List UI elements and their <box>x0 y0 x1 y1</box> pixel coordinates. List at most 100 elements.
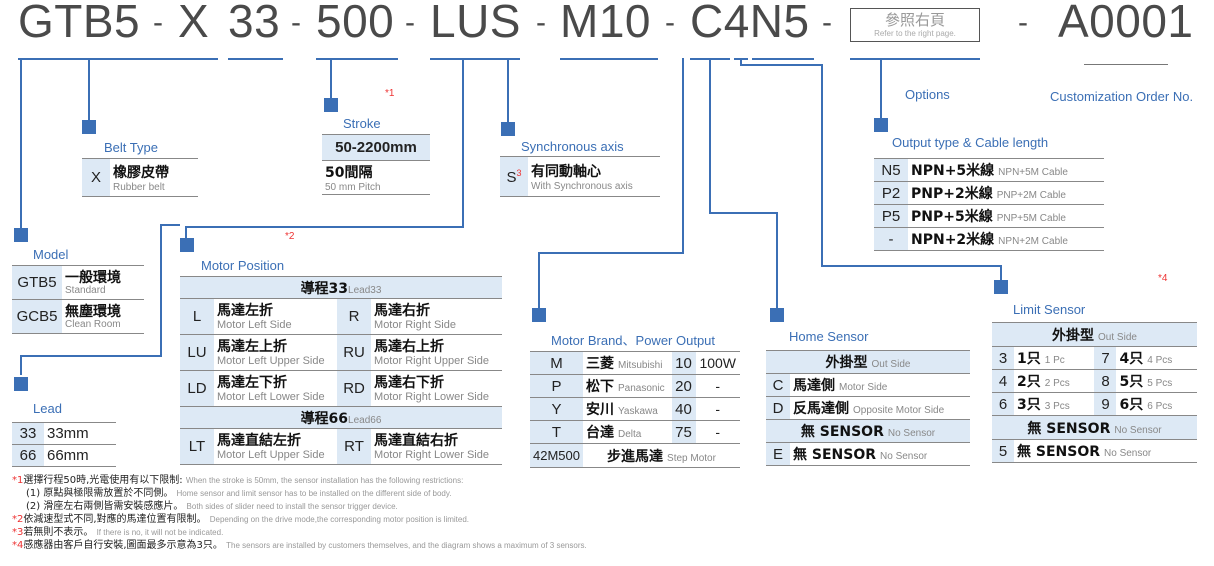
mp-code-right: R <box>337 298 372 335</box>
belt-cn: 橡膠皮帶 <box>113 165 169 181</box>
underline-lus <box>430 58 520 60</box>
connector-stroke <box>330 58 332 100</box>
motor-brand-marker-icon <box>532 308 546 322</box>
mp-code-left: LT <box>180 428 214 465</box>
brand-power: - <box>715 424 721 440</box>
connector-home-v2 <box>776 212 778 310</box>
output-desc-cn: NPN+5米線 <box>911 163 995 179</box>
motor-position-header: 導程66Lead66 <box>180 406 502 429</box>
lead-head-en: Lead33 <box>348 284 382 296</box>
limit-code-right: 7 <box>1094 346 1117 370</box>
mp-code-right: RU <box>337 334 372 371</box>
code-seg-x: X <box>178 0 210 47</box>
mp-right-cn: 馬達右上折 <box>374 338 445 355</box>
limit-sensor-marker-icon <box>994 280 1008 294</box>
sync-marker-icon <box>501 122 515 136</box>
lead-head-cn: 導程33 <box>300 280 349 297</box>
brand-power-code: 20 <box>671 374 696 398</box>
code-dash: - <box>665 6 675 39</box>
lead-marker-icon <box>14 377 28 391</box>
note-1a: (1) 原點與極限需放置於不同側。 Home sensor and limit … <box>26 488 452 499</box>
motor-position-note-mark: *2 <box>285 231 295 242</box>
code-dash: - <box>1018 6 1028 39</box>
mp-right-en: Motor Right Lower Side <box>374 390 489 403</box>
mp-right-cn: 馬達直結右折 <box>374 432 459 449</box>
home-desc-en: Opposite Motor Side <box>853 405 945 416</box>
model-marker-icon <box>14 228 28 242</box>
mp-left-en: Motor Left Upper Side <box>217 354 325 367</box>
stroke-pitch-cn: 50間隔 <box>325 165 373 181</box>
output-code: - <box>874 227 908 251</box>
connector-mp <box>185 228 187 240</box>
motor-position-header-cell: 導程66Lead66 <box>180 406 502 429</box>
brand-power: 100W <box>699 355 737 371</box>
output-desc-en: NPN+2M Cable <box>998 236 1068 247</box>
model-desc-en: Clean Room <box>65 319 121 330</box>
output-desc-en: PNP+2M Cable <box>996 190 1066 201</box>
limit-code-left: 6 <box>992 392 1014 416</box>
brand-desc-cn: 三菱 <box>585 356 614 372</box>
connector-limit-e <box>1000 265 1002 285</box>
ref-en: Refer to the right page. <box>874 29 956 38</box>
limit-sensor-header-cn: 外掛型 <box>1052 327 1095 344</box>
lead-code: 33 <box>12 422 44 445</box>
home-code: C <box>766 373 790 397</box>
mp-left-cn: 馬達左上折 <box>217 338 287 355</box>
underline-500 <box>316 58 398 60</box>
output-desc-cn: PNP+5米線 <box>911 209 993 225</box>
output-marker-icon <box>874 118 888 132</box>
stroke-label: Stroke <box>343 116 381 131</box>
belt-code: X <box>82 158 110 197</box>
home-sensor-header-cn: 外掛型 <box>825 355 868 371</box>
home-desc-en: Motor Side <box>839 382 888 393</box>
connector-limit-c <box>821 64 823 266</box>
output-desc-cn: NPN+2米線 <box>911 232 995 248</box>
motor-brand-label: Motor Brand、Power Output <box>551 333 716 348</box>
brand-desc-cn: 安川 <box>585 402 614 418</box>
step-en: Step Motor <box>667 452 716 464</box>
limit-right-cn: 4只 <box>1119 351 1144 367</box>
mp-left-cn: 馬達左折 <box>217 302 273 319</box>
belt-marker-icon <box>82 120 96 134</box>
motor-position-marker-icon <box>180 238 194 252</box>
home-e-desc-cn: 無 SENSOR <box>793 447 877 463</box>
belt-en: Rubber belt <box>113 182 165 193</box>
step-cn: 步進馬達 <box>607 448 664 465</box>
mp-right-cn: 馬達右折 <box>374 302 431 319</box>
limit-left-en: 2 Pcs <box>1044 378 1070 389</box>
output-code: P5 <box>874 204 908 228</box>
model-label: Model <box>33 247 69 262</box>
